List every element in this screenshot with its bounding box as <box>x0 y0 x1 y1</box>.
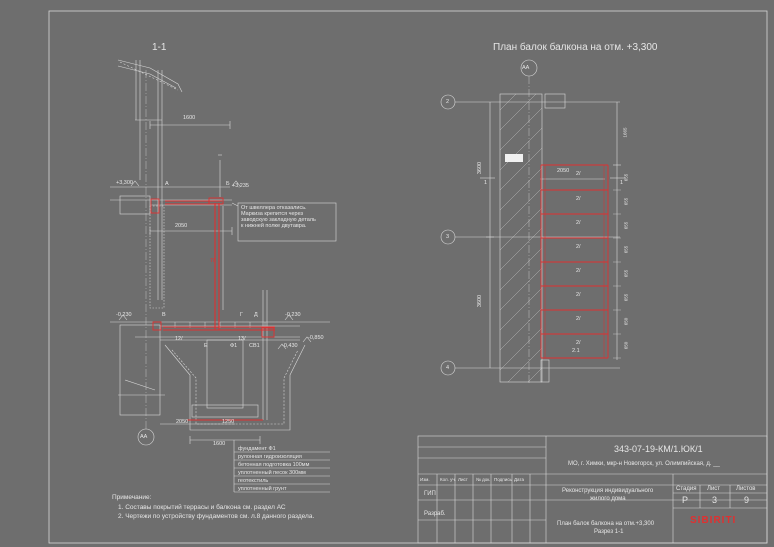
beam-label: 2/ <box>576 171 581 177</box>
project-name: жилого дома <box>590 496 626 502</box>
level-label: -0,850 <box>308 335 324 341</box>
level-label: +3,235 <box>232 183 249 189</box>
mark-label: Е <box>204 343 208 349</box>
dim-label: 2050 <box>175 223 188 229</box>
note-item: 2. Чертежи по устройству фундаментов см.… <box>118 513 315 520</box>
sheets-label: Листов <box>736 486 756 492</box>
mark-label: А <box>165 181 169 187</box>
dim-label: 1600 <box>183 115 196 121</box>
stage-label: Стадия <box>676 486 697 492</box>
axis-label: 4 <box>446 365 450 371</box>
notes-heading: Примечание: <box>112 494 152 501</box>
dim-label: 2050 <box>176 419 189 425</box>
stage-value: Р <box>682 495 689 505</box>
dim-label: 1600 <box>213 441 226 447</box>
axis-label: АА <box>140 434 148 440</box>
mark-label: 13/ <box>238 336 246 342</box>
legend-item: рулонная гидроизоляция <box>238 454 302 460</box>
dim-label: 3600 <box>477 294 484 308</box>
note-item: 1. Составы покрытий террасы и балкона см… <box>118 504 286 511</box>
mark-label: 12/ <box>175 336 183 342</box>
legend: фундамент Ф1 рулонная гидроизоляция бето… <box>238 445 309 493</box>
col-header: № док. <box>476 477 491 482</box>
legend-item: геотекстиль <box>238 478 269 484</box>
mark-label: Г <box>240 312 243 318</box>
mark-label: Д <box>254 312 258 318</box>
dim-label: 655 <box>623 245 629 254</box>
dim-label: 1250 <box>222 419 235 425</box>
axis-label: АА <box>522 65 530 71</box>
cut-mark: 1 <box>484 180 488 186</box>
beam-label: 2/ <box>576 340 581 346</box>
level-label: -0,230 <box>285 312 301 318</box>
legend-item: бетонная подготовка 100мм <box>238 462 310 468</box>
beam-label: 2/ <box>576 316 581 322</box>
doc-address: МО, г. Химки, мкр-н Новогорск, ул. Олимп… <box>568 461 720 467</box>
col-header: Изм. <box>420 477 430 482</box>
legend-item: уплотненный грунт <box>238 486 287 492</box>
sheet-name: Разрез 1-1 <box>594 529 624 535</box>
mark-label: В <box>162 312 166 318</box>
dim-label: 655 <box>623 293 629 302</box>
col-header: Лист <box>458 477 468 482</box>
col-header: Дата <box>514 477 524 482</box>
beam-label: 2/ <box>576 220 581 226</box>
section-title: 1-1 <box>152 42 167 53</box>
callout: От швеллера отказались. Маркиза крепится… <box>241 205 316 229</box>
dim-label: 650 <box>623 341 629 350</box>
legend-item: фундамент Ф1 <box>238 446 276 452</box>
mark-label: СВ1 <box>249 343 260 349</box>
axis-label: 2 <box>446 99 450 105</box>
mark-label: Б <box>226 181 230 187</box>
mark-label: 7/ <box>210 258 215 264</box>
dim-label: 650 <box>623 317 629 326</box>
beam-label: 2/ <box>576 196 581 202</box>
col-header: Подпись <box>494 477 512 482</box>
dim-label: 655 <box>623 173 629 182</box>
mark-label: Ф1 <box>230 343 238 349</box>
sheet-name: План балок балкона на отм.+3,300 <box>557 521 655 527</box>
beam-label: 2/ <box>576 244 581 250</box>
level-label: +3,300 <box>116 180 133 186</box>
plan-title: План балок балкона на отм. +3,300 <box>493 42 658 53</box>
dim-label: 655 <box>623 221 629 230</box>
beam-label: 2/ <box>576 292 581 298</box>
col-header: Кол. уч. <box>440 477 456 482</box>
axis-label: 3 <box>446 234 450 240</box>
doc-code: 343-07-19-КМ/1.ЮК/1 <box>614 444 703 454</box>
sheet-value: 3 <box>712 495 718 505</box>
dim-label: 655 <box>623 269 629 278</box>
sheets-value: 9 <box>744 495 750 505</box>
project-name: Реконструкция индивидуального <box>562 488 654 494</box>
level-label: -0,230 <box>116 312 132 318</box>
dim-label: 655 <box>623 197 629 206</box>
dim-label: 1665 <box>622 127 628 138</box>
cut-mark: 1 <box>620 180 624 186</box>
dim-label: 3600 <box>477 161 484 175</box>
sheet-label: Лист <box>707 486 721 492</box>
company-logo: SIBIRITI <box>690 515 737 526</box>
level-label: -0,430 <box>282 343 298 349</box>
role-label: ГИП <box>424 491 436 497</box>
beam-label: 2.1 <box>572 348 580 354</box>
beam-label: 2/ <box>576 268 581 274</box>
legend-item: уплотненный песок 300мм <box>238 470 306 476</box>
role-label: Разраб. <box>424 511 446 517</box>
dim-label: 2050 <box>557 168 570 174</box>
